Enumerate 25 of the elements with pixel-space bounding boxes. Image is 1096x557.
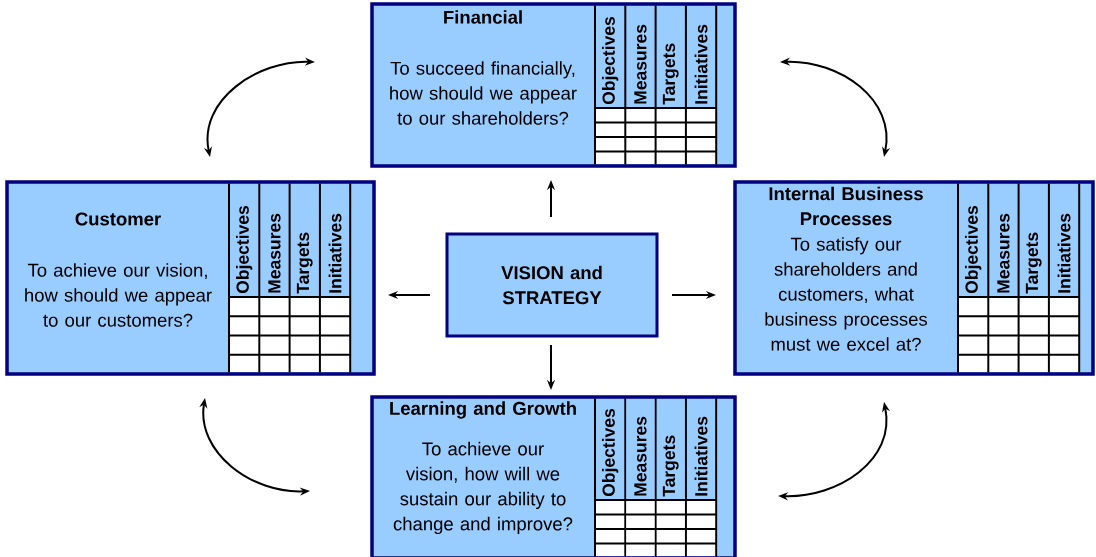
vision-box: VISION and STRATEGY xyxy=(445,232,659,338)
column-header: Targets xyxy=(296,232,313,294)
column-header: Measures xyxy=(268,213,281,293)
column-header: Initiatives xyxy=(1057,213,1071,293)
heading: Customer xyxy=(75,212,161,226)
column-header: Measures xyxy=(634,24,647,104)
column-header: Targets xyxy=(1025,232,1042,294)
heading: Learning and Growth xyxy=(390,401,576,419)
column-header: Objectives xyxy=(602,409,619,497)
column-header: Initiatives xyxy=(328,213,342,293)
column-header: Objectives xyxy=(602,17,619,105)
column-header: Objectives xyxy=(965,206,982,294)
question-text: To achieve our vision, how will we sustain our ability to change and improve? xyxy=(393,441,573,535)
heading: Internal Business Processes xyxy=(769,186,923,226)
column-header: Initiatives xyxy=(694,24,708,104)
column-header: Measures xyxy=(634,416,647,496)
heading: Financial xyxy=(444,10,522,24)
column-header: Measures xyxy=(997,213,1010,293)
column-header: Targets xyxy=(662,435,679,497)
column-header: Initiatives xyxy=(694,416,708,496)
column-header: Targets xyxy=(662,43,679,105)
column-header: Objectives xyxy=(236,206,253,294)
question-text: To succeed financially, how should we appear to our shareholders? xyxy=(390,61,577,125)
question-text: To satisfy our shareholders and customers, what business processes must we excel at? xyxy=(765,237,928,351)
question-text: To achieve our vision, how should we appear to our customers? xyxy=(25,263,212,327)
